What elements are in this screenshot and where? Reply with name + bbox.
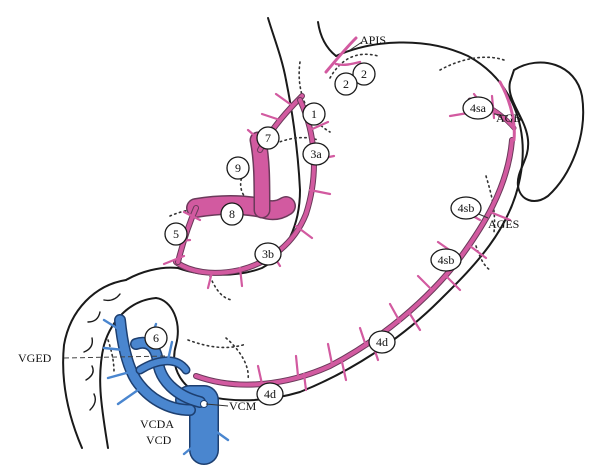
apis-artery: [324, 36, 358, 74]
node-9-label: 9: [235, 161, 241, 175]
node-1-label: 1: [311, 107, 317, 121]
node-4sb-upper: 4sb: [450, 196, 482, 220]
node-7: 7: [256, 126, 280, 150]
label-vcm: VCM: [229, 399, 257, 413]
label-apis: APIS: [360, 33, 386, 47]
node-4sa: 4sa: [462, 96, 494, 120]
node-8-label: 8: [229, 207, 235, 221]
venous-tree: [102, 314, 230, 465]
vein-loop: [137, 358, 189, 373]
node-3a: 3a: [302, 142, 330, 166]
duodenum-inner-outline: [99, 297, 157, 449]
node-7-label: 7: [265, 131, 271, 145]
duodenum-outer-outline: [62, 279, 127, 449]
boundary-lesser-low: [207, 271, 233, 301]
lymph-nodes: 1 2 2 3a 7 9 8 5: [144, 62, 494, 406]
leader-apis: [349, 41, 363, 51]
pylorus-lower-outline: [155, 297, 197, 393]
node-2-lower-label: 2: [343, 77, 349, 91]
label-vcda: VCDA: [140, 417, 174, 431]
boundary-duodenum: [107, 339, 115, 373]
arterial-twigs: [162, 92, 512, 392]
node-6-label: 6: [153, 331, 159, 345]
node-2-lower: 2: [334, 72, 358, 96]
boundary-cardia: [298, 61, 331, 133]
boundary-greater-low: [475, 245, 491, 271]
node-4sb-lower-label: 4sb: [438, 253, 455, 267]
boundary-greater-upper: [485, 175, 496, 233]
node-4d-upper-label: 4d: [376, 335, 388, 349]
vcda-vein: [115, 315, 195, 415]
node-5: 5: [164, 222, 188, 246]
node-4d-upper: 4d: [368, 330, 396, 354]
node-6: 6: [144, 326, 168, 350]
node-3b: 3b: [254, 242, 282, 266]
esophagus-right-wall: [317, 21, 337, 57]
leader-vcm: [205, 403, 229, 407]
label-vged: VGED: [18, 351, 52, 365]
label-agb: AGB: [496, 111, 521, 125]
vessel-labels: APIS AGB AGES VGED VCM VCDA VCD: [18, 33, 521, 447]
apis-branch: [334, 60, 362, 67]
node-3a-label: 3a: [310, 147, 322, 161]
node-4sb-lower: 4sb: [430, 248, 462, 272]
node-9: 9: [226, 156, 250, 180]
node-4d-lower: 4d: [256, 382, 284, 406]
node-4sa-label: 4sa: [470, 101, 487, 115]
node-3b-label: 3b: [262, 247, 274, 261]
duodenum-folds: [83, 293, 121, 411]
node-4d-lower-label: 4d: [264, 387, 276, 401]
node-2-upper-label: 2: [361, 67, 367, 81]
leader-agb: [493, 113, 509, 117]
splenic-branch: [498, 80, 516, 142]
node-5-label: 5: [173, 227, 179, 241]
node-4sb-upper-label: 4sb: [458, 201, 475, 215]
node-8: 8: [220, 202, 244, 226]
node-2-upper: 2: [352, 62, 376, 86]
boundary-apis: [329, 53, 379, 79]
boundary-pyloric: [187, 339, 247, 349]
spleen-outline: [508, 61, 585, 202]
organ-outlines: [62, 17, 585, 449]
node-1: 1: [302, 102, 326, 126]
pylorus-outline: [125, 266, 179, 281]
stomach-greater-curvature: [195, 41, 524, 402]
boundary-splenic: [439, 56, 505, 71]
esophagus-left-wall: [267, 17, 287, 81]
boundary-pyloric-2: [225, 337, 250, 381]
label-vcd: VCD: [146, 433, 172, 447]
label-ages: AGES: [488, 217, 519, 231]
leader-vged: [63, 355, 169, 359]
